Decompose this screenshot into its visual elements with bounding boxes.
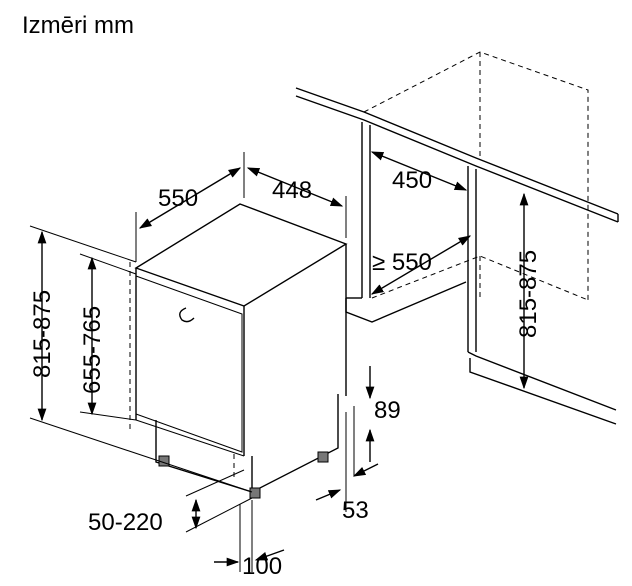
dim-line-foot-offset-right xyxy=(254,549,285,561)
ext-door-top xyxy=(79,253,137,275)
dim-line-appliance-width xyxy=(246,167,344,207)
foot-icon-back-right xyxy=(317,451,329,463)
base-side xyxy=(251,394,339,493)
ext-height-bottom xyxy=(29,417,253,493)
left-cabinet-base xyxy=(345,281,467,323)
dishwasher-top xyxy=(134,203,348,307)
base-front xyxy=(155,420,253,493)
countertop-top-edge xyxy=(295,87,619,215)
label-door-height: 655-765 xyxy=(79,306,106,394)
label-foot-offset: 100 xyxy=(242,553,282,580)
dishwasher-drawing xyxy=(129,203,348,499)
countertop-bottom-edge xyxy=(295,95,619,223)
ext-door-bottom xyxy=(79,411,137,421)
dim-line-plinth-depth-left xyxy=(315,489,342,501)
ext-height-top xyxy=(29,225,137,263)
door-handle-icon xyxy=(179,307,195,323)
label-appliance-width: 448 xyxy=(272,177,312,204)
niche-back-top xyxy=(363,51,589,300)
niche-drawing xyxy=(295,51,619,425)
label-plinth-adjust: 50-220 xyxy=(88,509,163,536)
label-appliance-height: 815-875 xyxy=(29,290,56,378)
floor-line-lower xyxy=(469,358,617,425)
label-plinth-depth: 53 xyxy=(342,497,369,524)
label-niche-depth: ≥ 550 xyxy=(372,249,432,276)
dim-line-appliance-depth xyxy=(138,167,242,229)
ext-50-220-top xyxy=(185,469,245,497)
label-appliance-depth: 550 xyxy=(158,185,198,212)
dishwasher-door xyxy=(135,275,243,453)
dim-line-niche-depth xyxy=(370,235,472,295)
foot-icon-front-right xyxy=(249,487,261,499)
label-plinth-height: 89 xyxy=(374,397,401,424)
dim-line-plinth-depth-right xyxy=(352,463,379,477)
dimension-lines xyxy=(29,151,529,572)
label-niche-height: 815-875 xyxy=(515,250,542,338)
dim-line-niche-width xyxy=(370,151,468,191)
page-title: Izmēri mm xyxy=(22,12,134,39)
label-niche-width: 450 xyxy=(392,167,432,194)
door-bottom xyxy=(135,419,245,457)
floor-line-upper xyxy=(467,351,617,411)
